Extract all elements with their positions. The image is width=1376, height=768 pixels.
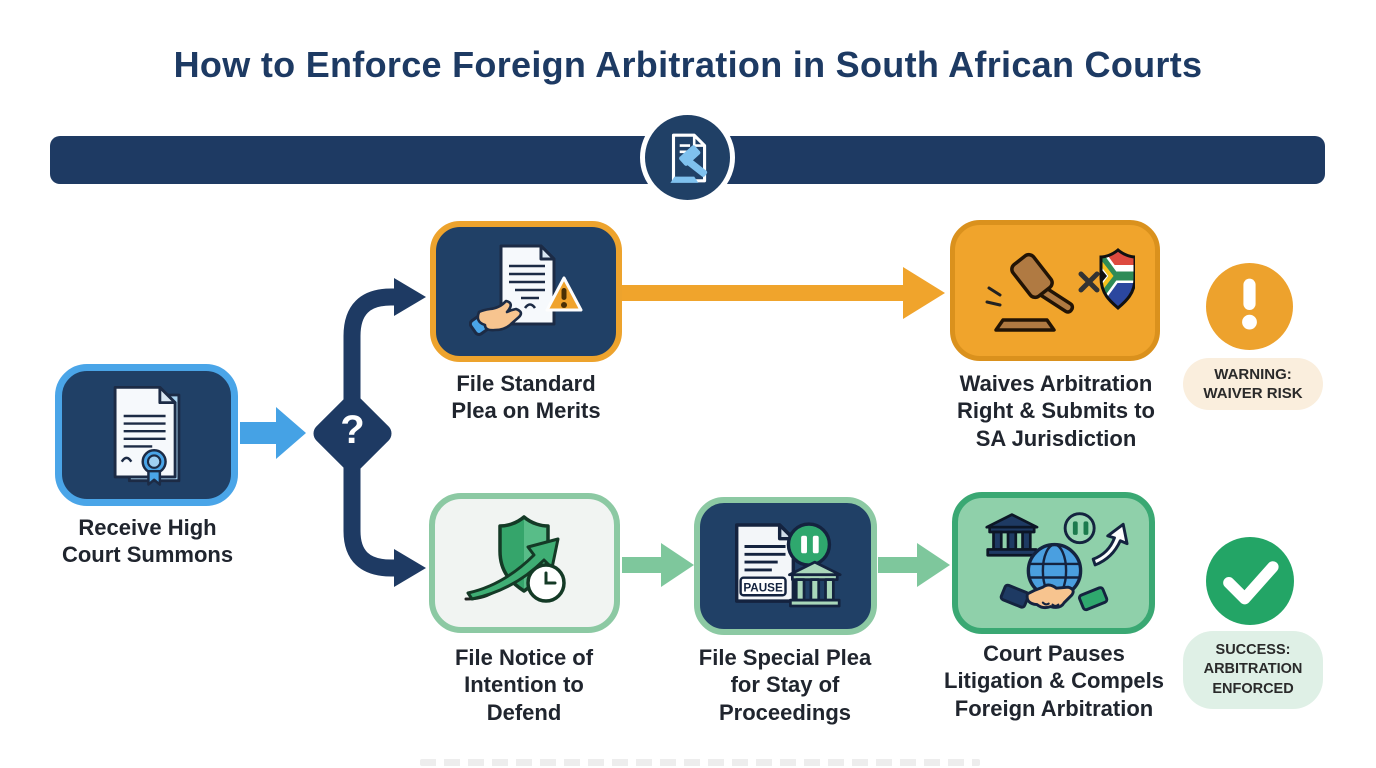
- label-court-pauses: Court Pauses Litigation & Compels Foreig…: [944, 641, 1164, 721]
- node-receive-summons: [55, 364, 238, 506]
- node-special-plea: PAUSE: [694, 497, 877, 635]
- decision-down-connector: [343, 455, 394, 577]
- document-gavel-icon: [669, 133, 707, 183]
- summons-document-seal-icon: [113, 385, 180, 486]
- exclamation-circle-icon: [1242, 278, 1257, 330]
- decision-up-connector: [343, 288, 394, 412]
- decision-question-mark: ?: [340, 408, 365, 452]
- standard-plea-to-waives-arrow: [622, 267, 945, 319]
- label-special-plea: File Special Plea for Stay of Proceeding…: [698, 645, 872, 725]
- courthouse-globe-handshake-icon: [984, 512, 1129, 612]
- node-court-pauses: [952, 492, 1155, 634]
- header-badge: [640, 110, 735, 205]
- pause-doc-text: PAUSE: [743, 581, 783, 594]
- gavel-sa-flag-shield-icon: [985, 248, 1135, 332]
- page-title: How to Enforce Foreign Arbitration in So…: [173, 44, 1203, 85]
- label-waives-arbitration: Waives Arbitration Right & Submits to SA…: [957, 371, 1155, 451]
- label-standard-plea: File Standard Plea on Merits: [451, 371, 601, 424]
- node-standard-plea: [430, 221, 622, 362]
- cropped-caption-remnant: [420, 759, 980, 766]
- node-waives-arbitration: [950, 220, 1160, 361]
- warning-status: [1206, 263, 1293, 350]
- warning-badge: WARNING: WAIVER RISK: [1183, 358, 1323, 410]
- hand-document-warning-icon: [468, 244, 582, 336]
- decision-up-arrowhead: [394, 278, 426, 316]
- success-status: [1206, 537, 1294, 625]
- start-to-decision-arrow: [240, 407, 306, 459]
- pause-document-courthouse-icon: PAUSE: [734, 522, 842, 608]
- decision-down-arrowhead: [394, 549, 426, 587]
- label-receive-summons: Receive High Court Summons: [61, 515, 234, 568]
- special-plea-to-pauses-arrow: [878, 543, 950, 587]
- label-notice-to-defend: File Notice of Intention to Defend: [454, 645, 594, 725]
- checkmark-circle-icon: [1223, 561, 1279, 605]
- node-notice-to-defend: [429, 493, 620, 633]
- success-badge: SUCCESS: ARBITRATION ENFORCED: [1183, 631, 1323, 709]
- notice-to-special-plea-arrow: [622, 543, 694, 587]
- shield-arrow-clock-icon: [464, 515, 566, 603]
